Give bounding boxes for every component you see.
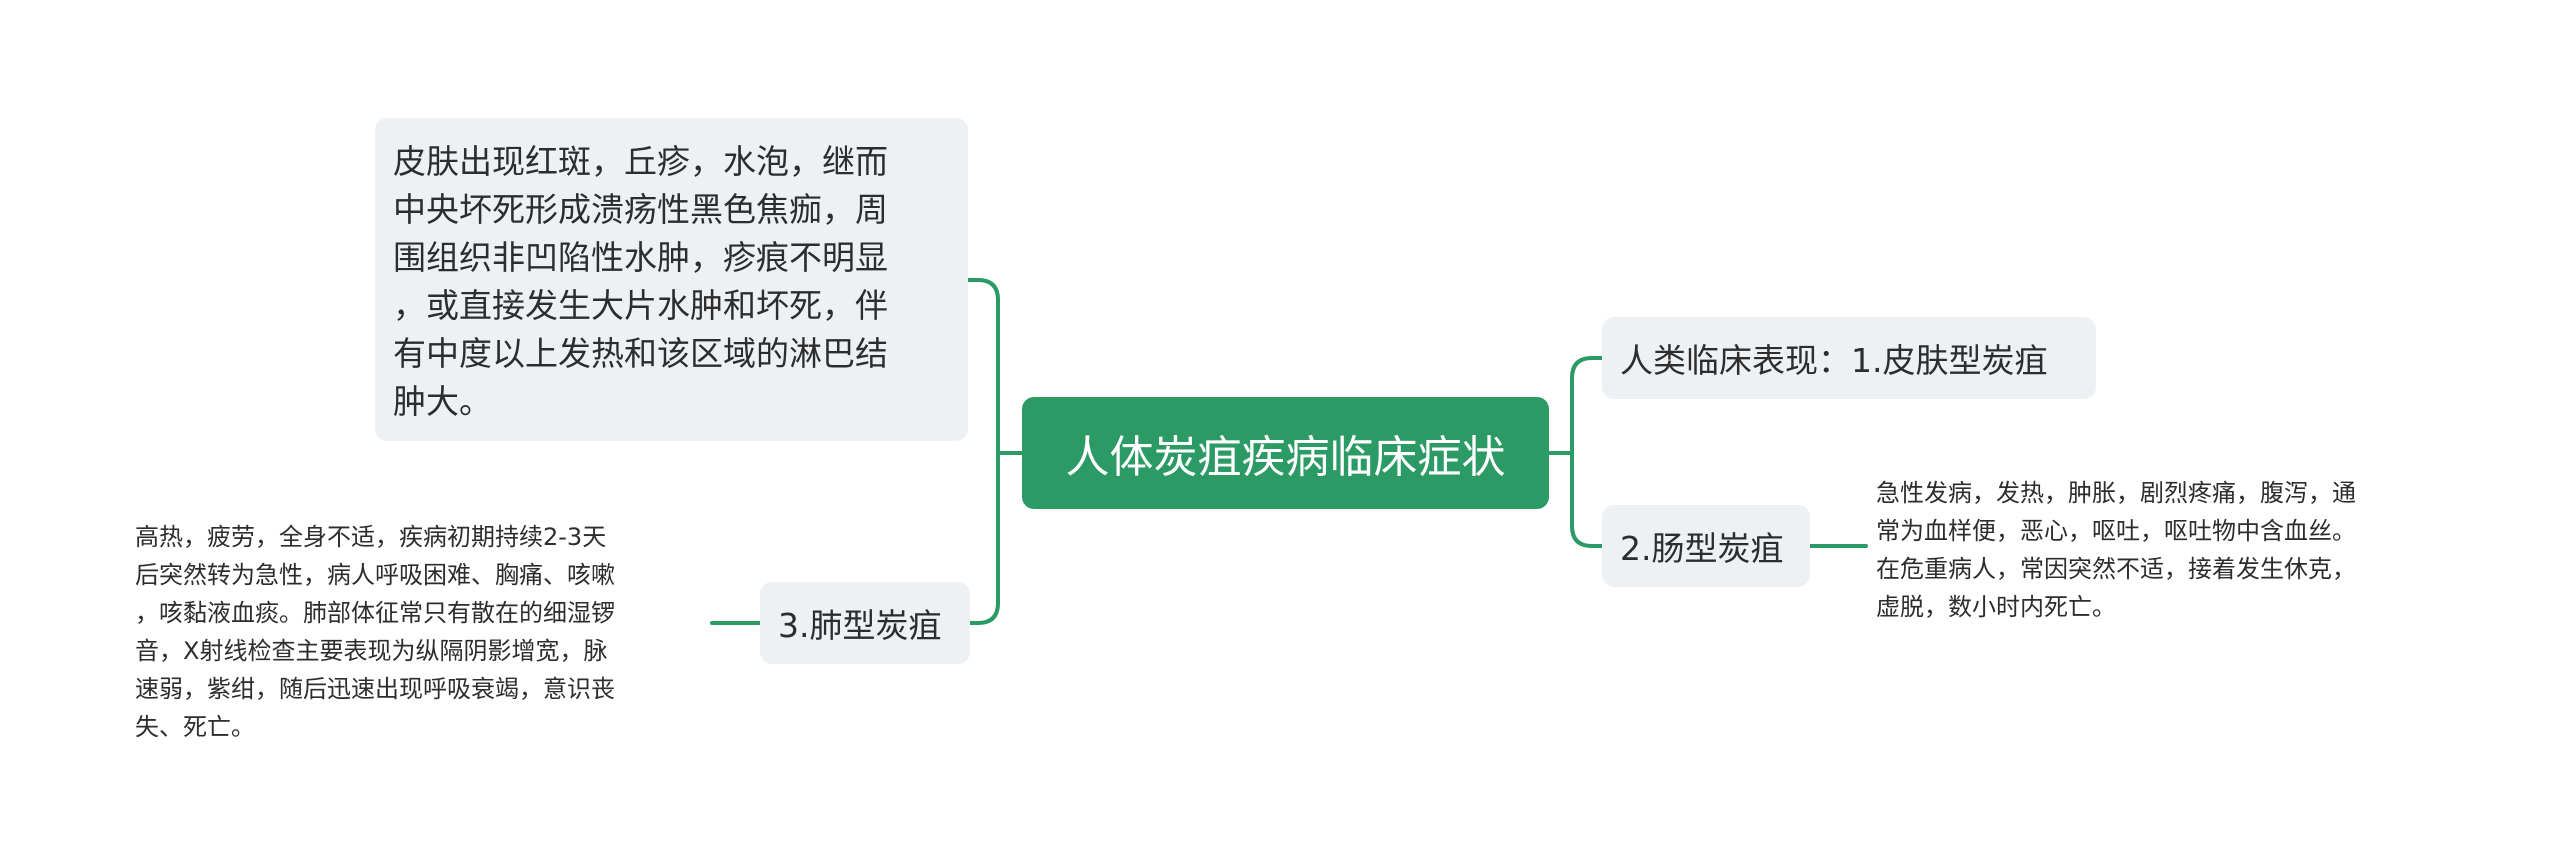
connector-root-to-detail <box>966 278 1024 455</box>
skin-detail-node[interactable]: 皮肤出现红斑，丘疹，水泡，继而 中央坏死形成溃疡性黑色焦痂，周 围组织非凹陷性水… <box>375 118 968 441</box>
branch-label-skin: 人类临床表现：1.皮肤型炭疽 <box>1620 341 2048 380</box>
gut-detail-line: 在危重病人，常因突然不适，接着发生休克， <box>1876 555 2356 583</box>
lung-detail-node[interactable]: 高热，疲劳，全身不适，疾病初期持续2-3天 后突然转为急性，病人呼吸困难、胸痛、… <box>135 518 710 746</box>
gut-detail-line: 虚脱，数小时内死亡。 <box>1876 593 2116 621</box>
connector-root-to-gut <box>1547 451 1604 548</box>
skin-detail-line: 围组织非凹陷性水肿，疹痕不明显 <box>393 238 888 277</box>
branch-node-skin[interactable]: 人类临床表现：1.皮肤型炭疽 <box>1602 317 2096 399</box>
lung-detail-line: 失、死亡。 <box>135 713 255 741</box>
skin-detail-line: 中央坏死形成溃疡性黑色焦痂，周 <box>393 190 888 229</box>
gut-detail-line: 常为血样便，恶心，呕吐，呕吐物中含血丝。 <box>1876 517 2356 545</box>
skin-detail-line: 皮肤出现红斑，丘疹，水泡，继而 <box>393 142 888 181</box>
skin-detail-line: 肿大。 <box>393 382 492 421</box>
lung-detail-line: 音，X射线检查主要表现为纵隔阴影增宽，脉 <box>135 637 608 665</box>
root-node[interactable]: 人体炭疽疾病临床症状 <box>1022 397 1549 509</box>
branch-label-lung: 3.肺型炭疽 <box>778 606 942 645</box>
lung-detail-line: ，咳黏液血痰。肺部体征常只有散在的细湿锣 <box>135 599 615 627</box>
branch-node-gut[interactable]: 2.肠型炭疽 <box>1602 505 1810 587</box>
lung-detail-line: 速弱，紫绀，随后迅速出现呼吸衰竭，意识丧 <box>135 675 615 703</box>
skin-detail-line: 有中度以上发热和该区域的淋巴结 <box>393 334 888 373</box>
skin-detail-line: ，或直接发生大片水肿和坏死，伴 <box>393 286 888 325</box>
branch-label-gut: 2.肠型炭疽 <box>1620 529 1784 568</box>
gut-detail-line: 急性发病，发热，肿胀，剧烈疼痛，腹泻，通 <box>1876 479 2356 507</box>
lung-detail-line: 高热，疲劳，全身不适，疾病初期持续2-3天 <box>135 523 607 551</box>
connector-root-to-lung <box>968 451 1024 625</box>
gut-detail-node[interactable]: 急性发病，发热，肿胀，剧烈疼痛，腹泻，通 常为血样便，恶心，呕吐，呕吐物中含血丝… <box>1876 474 2446 626</box>
root-label: 人体炭疽疾病临床症状 <box>1065 432 1506 483</box>
connector-root-to-skin <box>1547 356 1604 455</box>
lung-detail-line: 后突然转为急性，病人呼吸困难、胸痛、咳嗽 <box>135 561 615 589</box>
branch-node-lung[interactable]: 3.肺型炭疽 <box>760 582 970 664</box>
